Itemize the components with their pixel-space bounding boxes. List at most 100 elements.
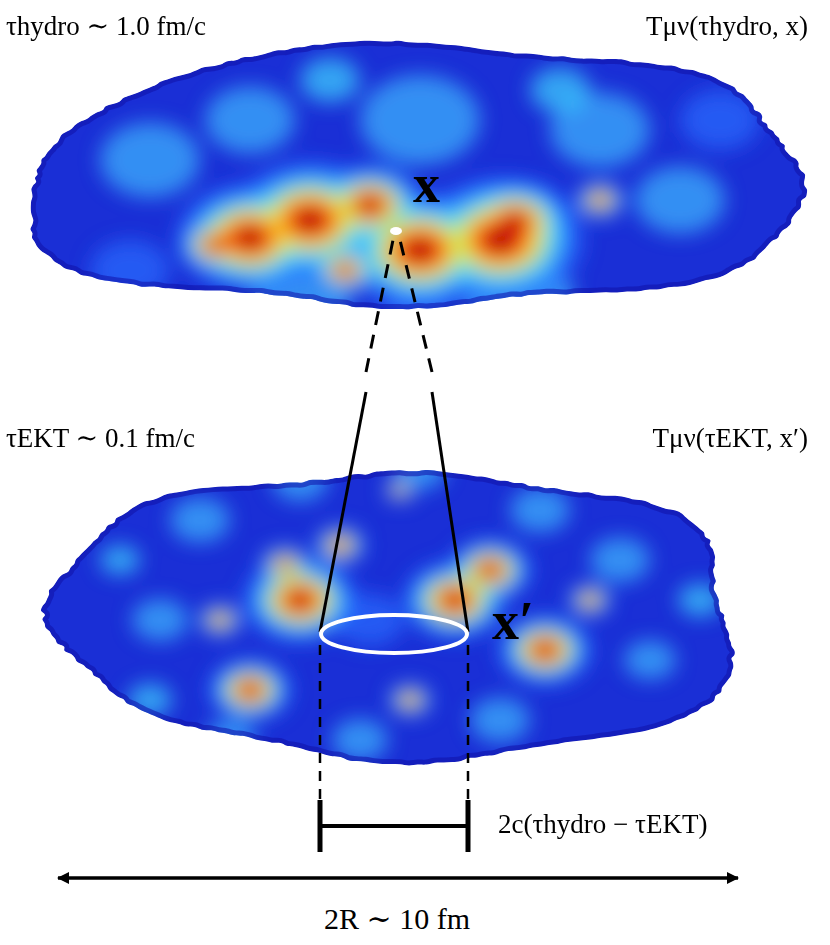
hot-spot [586, 189, 615, 211]
hot-spot [447, 594, 462, 605]
hot-spot [216, 213, 283, 263]
hot-spot [588, 191, 611, 208]
projection-line [319, 645, 322, 800]
cool-spot [470, 698, 530, 743]
light-cone-line [400, 240, 432, 372]
hot-spot [292, 594, 309, 607]
hot-spot [355, 194, 384, 216]
hot-spot [235, 679, 265, 702]
hot-spot [239, 682, 261, 699]
dimension-arrow [58, 876, 738, 880]
blob-rim [41, 470, 735, 766]
hot-spot [584, 596, 596, 605]
hot-spot [326, 256, 364, 284]
point-label: x [413, 155, 440, 214]
hot-spot [507, 216, 524, 229]
hot-spot [289, 204, 331, 236]
hot-spot [328, 536, 352, 554]
hot-spot [239, 230, 260, 246]
hot-spot [484, 565, 496, 574]
hot-spot [384, 478, 415, 501]
hot-spot [538, 645, 552, 655]
hot-spot [330, 259, 360, 282]
hot-spot [217, 618, 223, 623]
cool-spot [624, 641, 676, 680]
blob-ground [30, 41, 807, 310]
hot-spot [299, 211, 322, 228]
hot-spot [399, 234, 441, 266]
cool-spot [100, 123, 200, 198]
hot-spot [393, 485, 407, 496]
hot-spot [471, 556, 509, 585]
hot-spot [500, 210, 531, 233]
hot-spot [577, 591, 602, 610]
hot-spot [581, 186, 619, 215]
annotation-label: τEKT ∼ 0.1 fm/c [6, 424, 195, 454]
hot-spot [575, 181, 625, 218]
cool-spot [90, 240, 170, 300]
hot-spot [431, 582, 479, 618]
cool-spot [170, 498, 230, 543]
hot-spot [475, 559, 505, 582]
hot-spot [276, 558, 295, 572]
hot-spot [397, 691, 422, 710]
hot-spot [409, 241, 432, 258]
cool-spot [300, 58, 360, 103]
hot-spot [573, 587, 607, 612]
hot-spot [231, 676, 269, 705]
hot-spot [270, 554, 299, 576]
hot-spot [274, 193, 346, 247]
cool-spot [680, 90, 760, 150]
hot-spot [388, 684, 432, 717]
hot-spot [212, 614, 228, 626]
cool-spot [360, 75, 480, 165]
hot-spot [392, 229, 449, 272]
blob-rim [30, 41, 807, 310]
point-marker [390, 227, 402, 235]
hot-spot [404, 696, 416, 705]
hot-spot [340, 266, 350, 273]
annotation-label: 2c(τhydro − τEKT) [498, 810, 707, 840]
hot-spot [462, 211, 539, 269]
point-label: x′ [492, 592, 534, 651]
hot-spot [591, 193, 609, 207]
hot-spot [226, 672, 274, 708]
blob-ground [41, 470, 735, 766]
hot-spot [479, 562, 501, 579]
hot-spot [384, 223, 456, 277]
hot-spot [198, 604, 242, 637]
annotation-label: Tμν(τEKT, x′) [653, 424, 808, 454]
hot-spot [398, 488, 403, 491]
hot-spot [587, 598, 593, 603]
hot-spot [403, 561, 507, 639]
cool-spot [205, 86, 295, 154]
hot-spot [282, 199, 339, 242]
hot-spot [532, 641, 557, 660]
hot-spot [285, 588, 316, 611]
energy-density-map [41, 451, 735, 766]
hot-spot [210, 241, 221, 249]
hot-spot [402, 694, 418, 706]
hot-spot [223, 218, 276, 258]
hot-spot [320, 251, 370, 289]
hot-spot [205, 237, 225, 252]
hot-spot [580, 592, 600, 607]
projection-line [467, 645, 470, 800]
hot-spot [394, 486, 405, 495]
hot-spot [593, 195, 606, 205]
hot-spot [488, 231, 512, 249]
hot-spot [336, 263, 354, 276]
hot-spot [568, 584, 612, 617]
hot-spot [582, 594, 598, 606]
bracket-bar [320, 824, 468, 828]
light-cone-line [432, 392, 468, 632]
cool-spot [100, 545, 140, 575]
annotation-label: Tμν(τhydro, x) [646, 12, 808, 42]
hot-spot [278, 560, 292, 570]
hot-spot [391, 483, 409, 497]
hot-spot [466, 552, 514, 588]
light-cone-line [366, 240, 393, 372]
hot-spot [393, 687, 427, 712]
